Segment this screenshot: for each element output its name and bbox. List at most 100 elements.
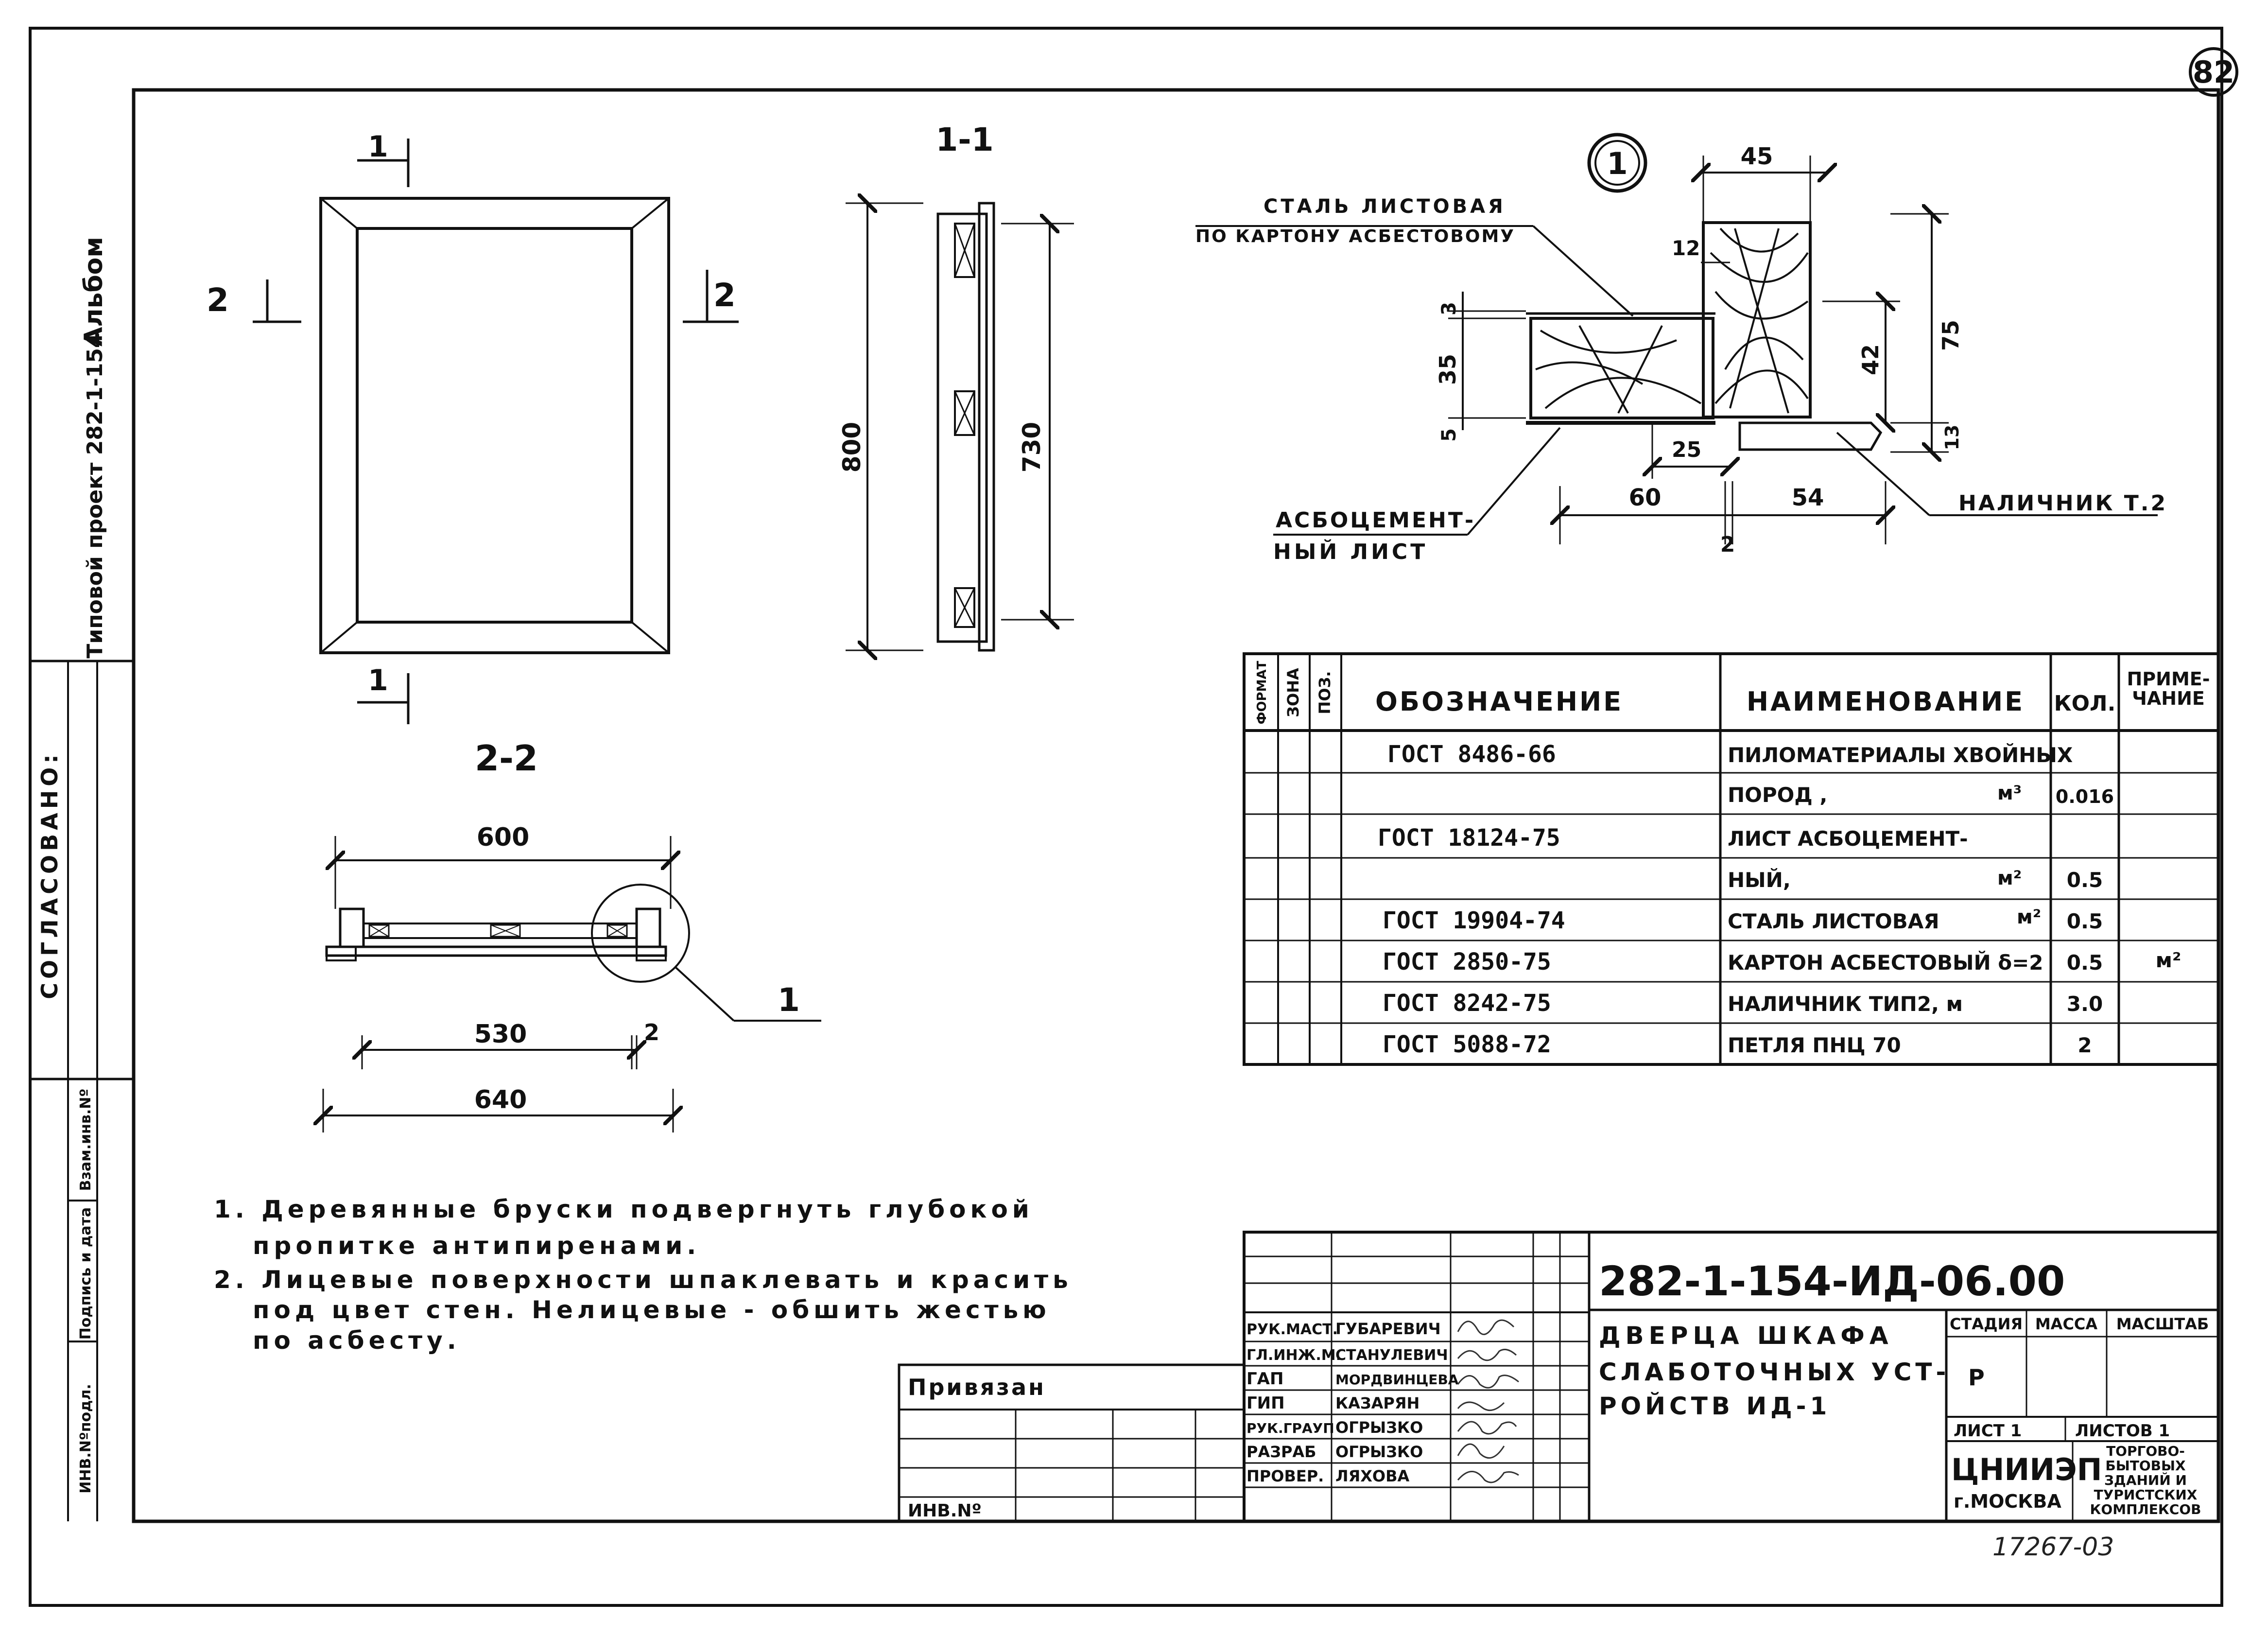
front-view	[253, 139, 739, 724]
dim-d2: 2	[1720, 532, 1735, 557]
row-5-code: ГОСТ 19904-74	[1383, 907, 1565, 934]
row-2-name: ПОРОД ,	[1728, 783, 1827, 807]
svg-text:ГЛ.ИНЖ.М.: ГЛ.ИНЖ.М.	[1247, 1347, 1341, 1364]
sheet-label: ЛИСТ 1	[1954, 1421, 2022, 1441]
svg-text:МОРДВИНЦЕВА: МОРДВИНЦЕВА	[1335, 1372, 1459, 1388]
org-dept: ТОРГОВО- БЫТОВЫХ ЗДАНИЙ И ТУРИСТСКИХ КОМ…	[2090, 1443, 2201, 1517]
dim-d54: 54	[1792, 484, 1824, 511]
svg-text:КАЗАРЯН: КАЗАРЯН	[1335, 1394, 1420, 1412]
title-block	[1243, 1231, 2220, 1523]
bound-label: Привязан	[908, 1374, 1046, 1400]
doc-code: 282-1-154-ИД-06.00	[1599, 1257, 2065, 1305]
inv-label: ИНВ.Nº	[908, 1501, 982, 1521]
stage-header: СТАДИЯ	[1950, 1315, 2023, 1333]
dim-d42: 42	[1857, 344, 1884, 375]
row-8-name: ПЕТЛЯ ПНЦ 70	[1728, 1033, 1901, 1057]
row-4-qty: 0.5	[2067, 868, 2103, 892]
dim-d60: 60	[1629, 484, 1662, 511]
svg-text:СТАНУЛЕВИЧ: СТАНУЛЕВИЧ	[1335, 1347, 1448, 1364]
sheets-label: ЛИСТОВ 1	[2075, 1421, 2170, 1441]
svg-text:1: 1	[1607, 146, 1627, 181]
side-stamp-replace: Взам.инв.Nº	[77, 1089, 94, 1191]
scale-header: МАСШТАБ	[2116, 1315, 2209, 1333]
detail-callout: 1	[1587, 133, 1647, 193]
svg-text:БЫТОВЫХ: БЫТОВЫХ	[2105, 1458, 2186, 1474]
bound-stamp	[898, 1363, 1246, 1523]
row-2-qty: 0.016	[2056, 786, 2114, 807]
side-strip: Альбом Типовой проект 282-1-154 СОГЛАСОВ…	[30, 237, 134, 1521]
svg-text:РАЗРАБ: РАЗРАБ	[1247, 1443, 1316, 1461]
svg-text:ТУРИСТСКИХ: ТУРИСТСКИХ	[2094, 1487, 2198, 1503]
detail-ref-1: 1	[778, 981, 800, 1019]
row-4-name: НЫЙ,	[1728, 868, 1791, 892]
svg-text:ОГРЫЗКО: ОГРЫЗКО	[1335, 1418, 1423, 1437]
row-5-unit: м²	[2017, 906, 2041, 928]
dim-d12: 12	[1672, 236, 1700, 260]
cut-mark-1-top: 1	[368, 130, 388, 164]
svg-text:КОЛ.: КОЛ.	[2054, 691, 2116, 716]
cut-mark-2-right: 2	[713, 277, 736, 314]
dim-530: 530	[474, 1020, 527, 1049]
general-notes: 1. Деревянные бруски подвергнуть глубоко…	[214, 1195, 1073, 1355]
dim-d5: 5	[1438, 428, 1460, 442]
svg-text:ГАП: ГАП	[1247, 1369, 1283, 1389]
cut-mark-2-left: 2	[207, 281, 229, 319]
org-city: г.МОСКВА	[1954, 1491, 2061, 1512]
spec-table	[1243, 652, 2220, 1066]
row-6-qty: 0.5	[2067, 951, 2103, 975]
svg-text:ОБОЗНАЧЕНИЕ: ОБОЗНАЧЕНИЕ	[1375, 686, 1623, 717]
label-trim: НАЛИЧНИК Т.2	[1958, 491, 2167, 516]
archive-number: 17267-03	[1992, 1533, 2114, 1562]
spec-table-header: ФОРМАТ ЗОНА ПОЗ. ОБОЗНАЧЕНИЕ НАИМЕНОВАНИ…	[1255, 661, 2210, 724]
svg-text:ПРОВЕР.: ПРОВЕР.	[1247, 1467, 1324, 1485]
doc-title-2: СЛАБОТОЧНЫХ УСТ-	[1599, 1358, 1950, 1386]
row-5-qty: 0.5	[2067, 909, 2103, 933]
svg-text:ПРИМЕ-: ПРИМЕ-	[2127, 668, 2210, 690]
mass-header: МАССА	[2035, 1315, 2098, 1333]
row-7-name: НАЛИЧНИК ТИП2, м	[1728, 992, 1963, 1016]
svg-text:НАИМЕНОВАНИЕ: НАИМЕНОВАНИЕ	[1747, 686, 2025, 717]
side-stamp-inv: ИНВ.Nºподл.	[77, 1384, 94, 1493]
dim-800: 800	[838, 422, 866, 472]
row-1-name: ПИЛОМАТЕРИАЛЫ ХВОЙНЫХ	[1728, 743, 2073, 767]
svg-text:2. Лицевые поверхности шпаклев: 2. Лицевые поверхности шпаклевать и крас…	[214, 1266, 1073, 1294]
row-1-code: ГОСТ 8486-66	[1387, 741, 1556, 768]
row-6-code: ГОСТ 2850-75	[1383, 948, 1551, 975]
dim-d13: 13	[1941, 425, 1963, 451]
label-steel-2: ПО КАРТОНУ АСБЕСТОВОМУ	[1195, 226, 1515, 246]
svg-text:ПОЗ.: ПОЗ.	[1316, 671, 1334, 714]
doc-title-1: ДВЕРЦА ШКАФА	[1599, 1322, 1893, 1350]
dim-d35: 35	[1435, 354, 1461, 385]
spec-table-rows: ГОСТ 8486-66 ПИЛОМАТЕРИАЛЫ ХВОЙНЫХ ПОРОД…	[1378, 741, 2181, 1058]
svg-text:1. Деревянные бруски подвергну: 1. Деревянные бруски подвергнуть глубоко…	[214, 1195, 1034, 1223]
label-asb-2: НЫЙ ЛИСТ	[1273, 539, 1428, 564]
dim-d25: 25	[1672, 437, 1701, 462]
row-8-code: ГОСТ 5088-72	[1383, 1031, 1551, 1058]
cut-mark-1-bottom: 1	[368, 663, 388, 697]
svg-text:РУК.МАСТ.: РУК.МАСТ.	[1247, 1321, 1338, 1338]
row-6-note: м²	[2156, 948, 2181, 972]
dim-d3: 3	[1438, 302, 1460, 315]
label-steel-1: СТАЛЬ ЛИСТОВАЯ	[1264, 195, 1506, 218]
section-2-2-title: 2-2	[475, 738, 538, 779]
row-2-unit: м³	[1997, 782, 2022, 804]
side-approved-label: СОГЛАСОВАНО:	[36, 750, 63, 999]
doc-title-3: РОЙСТВ ИД-1	[1599, 1392, 1831, 1420]
org-name: ЦНИИЭП	[1951, 1452, 2102, 1487]
svg-text:ЗОНА: ЗОНА	[1284, 668, 1302, 717]
svg-text:ФОРМАТ: ФОРМАТ	[1255, 661, 1269, 724]
svg-text:82: 82	[2193, 54, 2234, 90]
svg-text:ГИП: ГИП	[1247, 1393, 1285, 1413]
signature-roles: РУК.МАСТ. ГЛ.ИНЖ.М. ГАП ГИП РУК.ГРАУП РА…	[1247, 1321, 1341, 1485]
svg-text:ТОРГОВО-: ТОРГОВО-	[2106, 1443, 2185, 1459]
dim-640: 640	[474, 1085, 527, 1115]
svg-text:КОМПЛЕКСОВ: КОМПЛЕКСОВ	[2090, 1501, 2201, 1517]
side-album-label: Альбом	[79, 237, 108, 347]
dim-600: 600	[477, 823, 530, 852]
detail-1	[1195, 156, 2158, 544]
label-asb-1: АСБОЦЕМЕНТ-	[1276, 508, 1475, 533]
row-6-name: КАРТОН АСБЕСТОВЫЙ δ=2	[1728, 950, 2043, 975]
svg-text:ЧАНИЕ: ЧАНИЕ	[2132, 688, 2205, 709]
section-1-1-title: 1-1	[935, 121, 993, 158]
